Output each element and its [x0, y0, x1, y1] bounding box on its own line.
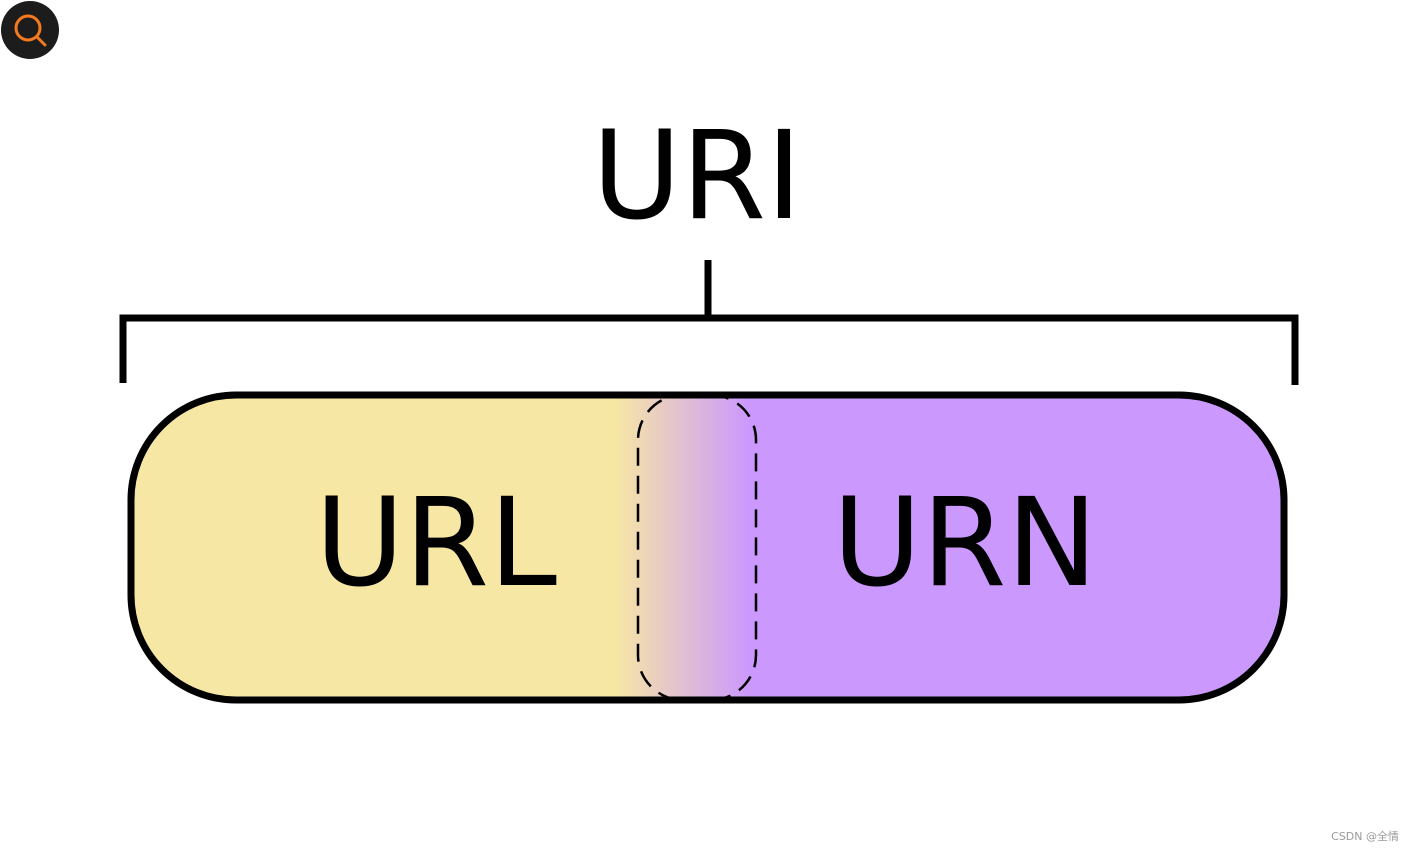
uri-label: URI [592, 105, 802, 247]
watermark: CSDN @全情 [1331, 830, 1399, 843]
overlap-dashed-region [636, 393, 758, 702]
pill-fill [131, 395, 1284, 700]
search-icon [14, 14, 47, 47]
uri-bracket [119, 260, 1299, 385]
uri-pill-outline [127, 391, 1288, 704]
search-button[interactable] [1, 1, 59, 59]
url-label: URL [315, 472, 557, 614]
urn-label: URN [832, 472, 1097, 614]
